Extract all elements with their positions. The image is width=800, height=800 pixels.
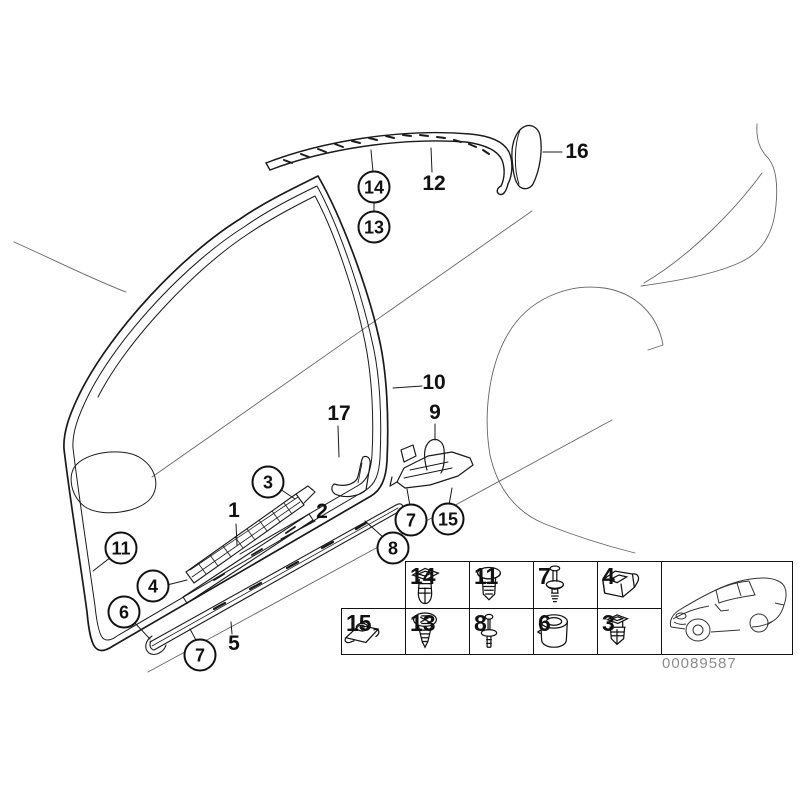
callout-label-10: 10: [422, 371, 445, 395]
door-aperture-seal: [64, 176, 388, 650]
callout-label: 2: [316, 500, 328, 523]
callout-circle-11: 11: [104, 531, 138, 565]
callout-label: 12: [422, 172, 446, 195]
callout-label-5: 5: [228, 632, 240, 656]
callout-label: 10: [422, 371, 446, 394]
sill-strip-2: [183, 514, 313, 603]
strip-1-end-cap-3: [296, 486, 315, 503]
callout-label: 3: [262, 472, 273, 492]
expanding-clip-icon: [605, 614, 630, 646]
leader-14: [371, 150, 373, 172]
leader-15: [449, 488, 452, 505]
strip-5-end-cap-6: [146, 636, 166, 654]
callout-label-16: 16: [565, 140, 588, 164]
callout-circle-6: 6: [107, 595, 141, 629]
shoulder-crease: [644, 173, 762, 283]
legend-cell-7: 7: [533, 561, 598, 609]
beltline: [152, 211, 532, 477]
legend-number: 8: [474, 610, 487, 636]
callout-label: 7: [194, 645, 205, 665]
legend-number: 15: [346, 610, 372, 636]
callout-label-17: 17: [327, 402, 350, 426]
leader-5: [231, 622, 232, 634]
roof-trim-strip-12: [266, 133, 512, 195]
legend-cell-3: 3: [597, 608, 662, 655]
push-pin-icon: [480, 613, 498, 648]
callout-circle-3: 3: [251, 465, 285, 499]
legend-number: 3: [602, 610, 615, 636]
callout-label-1: 1: [228, 499, 240, 523]
mirror-silhouette: [71, 452, 156, 513]
legend-cell-4: 4: [597, 561, 662, 609]
legend-cell-8: 8: [469, 608, 534, 655]
callout-label: 9: [429, 401, 441, 424]
callout-circle-14: 14: [357, 170, 391, 204]
car-side-thumbnail-icon: [669, 577, 787, 642]
callout-label-12: 12: [422, 172, 445, 196]
expanding-rivet-icon: [411, 567, 440, 605]
callout-circle-7-right: 7: [394, 503, 428, 537]
callout-label: 13: [363, 217, 385, 237]
clamp-icon: [344, 622, 380, 644]
legend-cell-14: 14: [405, 561, 470, 609]
leader-1: [236, 524, 237, 545]
seal-inner-edge: [73, 186, 381, 640]
leader-6: [133, 621, 150, 639]
leader-2: [281, 521, 315, 539]
lower-skirt: [490, 455, 635, 553]
callout-circle-7-bottom: 7: [183, 638, 217, 672]
bracket-tongue: [425, 439, 445, 473]
pin-rivet-icon: [545, 565, 565, 603]
callout-circle-13: 13: [357, 210, 391, 244]
legend-cell-15: 15: [341, 608, 406, 655]
callout-label: 1: [228, 499, 240, 522]
callout-circle-15: 15: [431, 502, 465, 536]
blind-plug-icon: [476, 566, 502, 601]
sill-strip-1: [186, 486, 315, 583]
callout-label: 5: [228, 632, 240, 655]
tapping-screw-icon: [412, 612, 438, 649]
leader-10: [393, 386, 422, 388]
callout-label: 11: [111, 538, 131, 558]
legend-cell-car: [661, 561, 793, 655]
leader-3: [280, 489, 295, 499]
callout-circle-4: 4: [136, 569, 170, 603]
callout-label: 15: [437, 509, 459, 529]
rear-quarter-outline: [641, 124, 777, 286]
diagram-part-number: 00089587: [662, 655, 737, 672]
legend-cell-13: 13: [405, 608, 470, 655]
bracket-flag: [401, 445, 416, 462]
pillar-trim-17: [332, 456, 370, 496]
strip-5-clips: [214, 523, 366, 609]
callout-label: 8: [387, 538, 398, 558]
callout-label-2: 2: [316, 500, 328, 524]
legend-cell-6: 6: [533, 608, 598, 655]
grommet-icon: [536, 614, 568, 648]
hood-line: [14, 242, 126, 292]
callout-label: 4: [147, 576, 158, 596]
callout-label: 6: [118, 602, 129, 622]
callout-label-9: 9: [429, 401, 441, 425]
leader-17: [338, 426, 339, 457]
rear-trim-piece-16: [512, 125, 541, 188]
wheel-arch: [487, 287, 663, 455]
strip-clip-ticks: [284, 135, 489, 163]
retaining-clip-icon: [602, 570, 640, 598]
callout-label: 17: [327, 402, 351, 425]
callout-label: 16: [565, 140, 589, 163]
jack-bracket-9: [390, 439, 473, 488]
leader-11: [93, 557, 111, 571]
strip-1-hatching: [198, 503, 292, 574]
leader-12: [431, 148, 432, 172]
leader-4: [167, 580, 187, 585]
seal-outer-edge: [64, 176, 388, 650]
legend-cell-11: 11: [469, 561, 534, 609]
leader-7-right: [407, 489, 410, 506]
callout-label: 14: [363, 177, 385, 197]
callout-label: 7: [405, 510, 416, 530]
callout-circle-8: 8: [376, 531, 410, 565]
